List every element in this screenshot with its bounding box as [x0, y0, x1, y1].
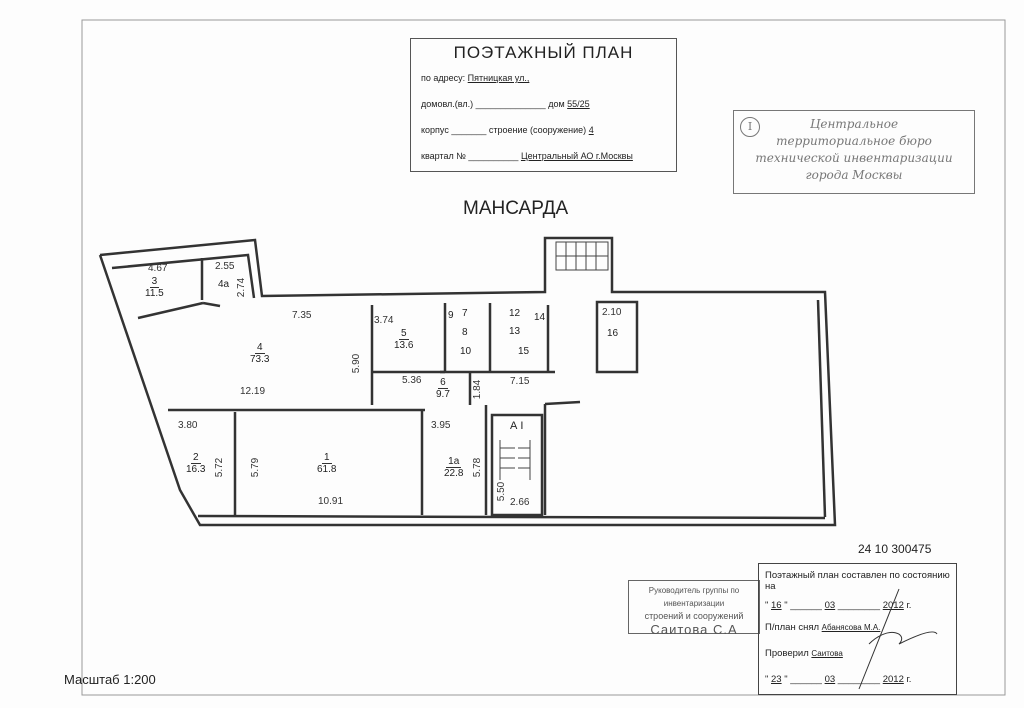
checked-label: Проверил	[765, 648, 809, 659]
dim-label: 3.95	[431, 420, 451, 431]
room-13: 13	[509, 326, 521, 337]
bti-stamp: I Центральное территориальное бюро техни…	[733, 110, 975, 194]
date2: " 23 " ______ 03 ________ 2012 г.	[765, 674, 912, 685]
dim-label: 1.84	[472, 379, 484, 400]
sheet-border	[81, 19, 1006, 696]
room-4a: 4а	[218, 279, 230, 290]
wall-hall	[544, 400, 581, 406]
stamp-line: технической инвентаризации	[755, 151, 953, 165]
outer-wall	[98, 236, 837, 527]
dim-label: 2.74	[236, 277, 248, 298]
room-10: 10	[460, 346, 472, 357]
room16-wall	[595, 300, 639, 374]
stair-label: А I	[510, 420, 524, 432]
dim-label: 5.72	[214, 457, 226, 478]
stamp-line: Саитова С.А	[650, 622, 738, 637]
dim-label: 7.35	[292, 310, 312, 321]
room-15: 15	[518, 346, 530, 357]
dim-label: 5.50	[496, 481, 508, 502]
dom-label: дом	[548, 99, 565, 109]
dom-value: 55/25	[567, 99, 590, 109]
dim-label: 5.90	[351, 353, 363, 374]
bti-emblem-icon: I	[740, 117, 760, 137]
status-line: Поэтажный план составлен по состоянию на	[765, 570, 950, 592]
inner-outer-bottom	[197, 514, 826, 520]
dim-label: 5.78	[472, 457, 484, 478]
room-8: 8	[462, 327, 468, 338]
room-7: 7	[462, 308, 468, 319]
wall-room3	[137, 301, 204, 320]
stroenie-value: 4	[588, 125, 594, 135]
kvartal-label: квартал №	[421, 151, 466, 161]
dim-label: 3.74	[374, 315, 394, 326]
domovl-label: домовл.(вл.)	[421, 99, 474, 109]
checked-value: Саитова	[811, 649, 843, 658]
district-value: Центральный АО г.Москвы	[520, 151, 633, 161]
date1: " 16 " ______ 03 ________ 2012 г.	[765, 600, 912, 611]
address-label: по адресу:	[421, 73, 466, 83]
walls	[98, 236, 837, 527]
stamp-line: территориальное бюро	[776, 134, 932, 148]
stair-treads	[499, 241, 609, 480]
wall-room4a	[202, 301, 221, 308]
floor-title: МАНСАРДА	[463, 198, 569, 219]
stamp-line: строений и сооружений	[644, 611, 744, 621]
stamp-line: Центральное	[809, 117, 899, 131]
dim-label: 12.19	[240, 386, 266, 397]
dim-label: 2.66	[510, 497, 530, 508]
dim-label: 10.91	[318, 496, 344, 507]
inner-outer-right	[816, 299, 827, 518]
address-value: Пятницкая ул.,	[467, 73, 530, 83]
scale-label: Масштаб 1:200	[64, 672, 156, 687]
inner-outer-top-left	[111, 253, 256, 299]
stroenie-label: строение (сооружение)	[488, 125, 587, 135]
room-9: 9	[448, 310, 454, 321]
dim-label: 2.10	[602, 307, 622, 318]
room-16: 16	[607, 328, 619, 339]
title-heading: ПОЭТАЖНЫЙ ПЛАН	[453, 43, 634, 62]
surveyed-label: П/план снял	[765, 622, 820, 633]
inspector-stamp: Руководитель группы по инвентаризации ст…	[628, 580, 760, 637]
dim-label: 2.55	[215, 261, 235, 272]
dim-label: 3.80	[178, 420, 198, 431]
signature	[858, 588, 938, 690]
stamp-line: Руководитель группы по инвентаризации	[648, 586, 740, 608]
korpus-label: корпус	[421, 125, 449, 135]
stairwell	[490, 413, 544, 517]
stamp-line: города Москвы	[805, 168, 903, 182]
room-12: 12	[509, 308, 521, 319]
status-block: Поэтажный план составлен по состоянию на…	[758, 563, 957, 695]
registry-number: 24 10 300475	[858, 542, 932, 556]
room-14: 14	[534, 312, 546, 323]
dim-label: 5.79	[250, 457, 262, 478]
dim-label: 7.15	[510, 376, 530, 387]
title-block: ПОЭТАЖНЫЙ ПЛАН по адресу: Пятницкая ул.,…	[410, 38, 677, 172]
dim-label: 5.36	[402, 375, 422, 386]
dim-label: 4.67	[148, 263, 168, 274]
surveyed-value: Абанясова М.А.	[821, 623, 881, 632]
